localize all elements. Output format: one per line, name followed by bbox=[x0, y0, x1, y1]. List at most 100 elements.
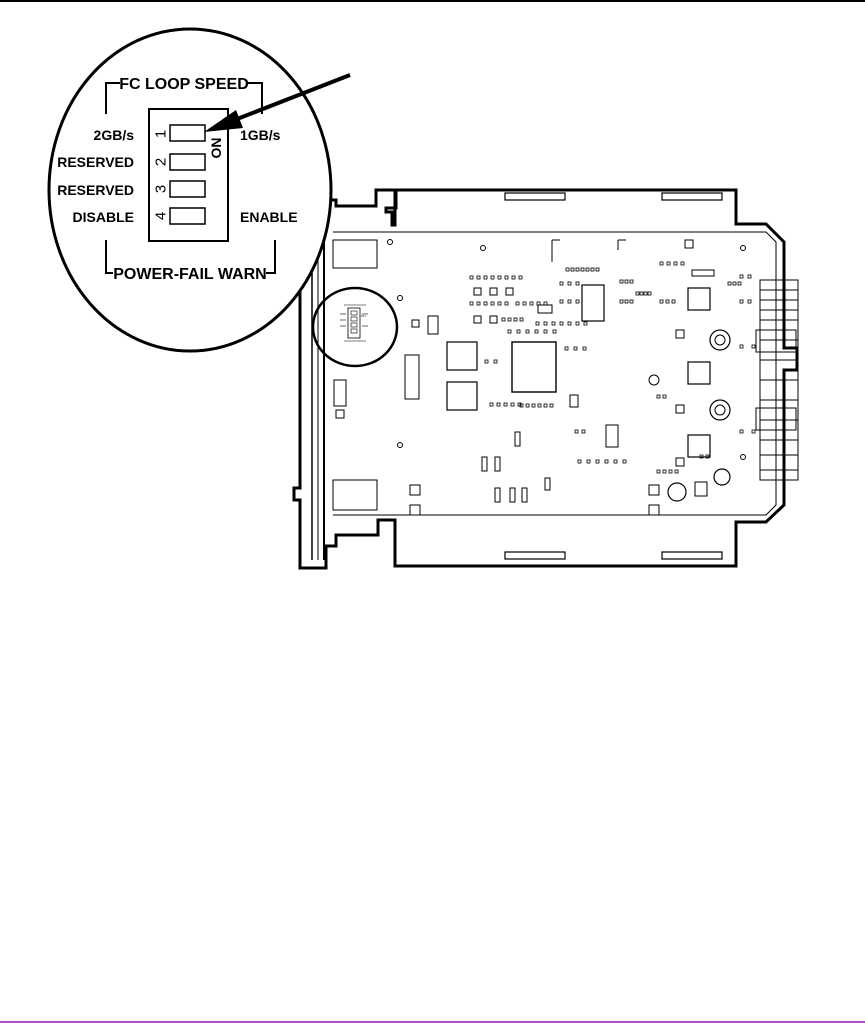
smd-pad bbox=[519, 317, 524, 322]
smd-pad bbox=[497, 301, 502, 306]
smd-pad bbox=[671, 299, 676, 304]
mounting-slot bbox=[504, 551, 566, 560]
label-disable: DISABLE bbox=[73, 209, 134, 225]
mount-hole bbox=[397, 295, 403, 301]
chip bbox=[687, 361, 711, 385]
smd-pad bbox=[516, 329, 521, 334]
smd-pad bbox=[624, 299, 629, 304]
smd-pad bbox=[537, 403, 542, 408]
side-connector bbox=[333, 379, 347, 407]
smd-pad bbox=[469, 275, 474, 280]
test-pad bbox=[409, 484, 421, 496]
test-pad bbox=[648, 504, 660, 516]
test-pad bbox=[409, 504, 421, 516]
component bbox=[489, 287, 498, 296]
smd-pad bbox=[536, 301, 541, 306]
round-component bbox=[713, 468, 731, 486]
mounting-slot bbox=[504, 192, 566, 201]
smd-pad bbox=[497, 275, 502, 280]
smd-pad bbox=[590, 267, 595, 272]
smd-pad bbox=[525, 329, 530, 334]
bracket-mark bbox=[617, 239, 626, 250]
magnified-callout: FC LOOP SPEED POWER-FAIL WARN 1 2 3 4 ON… bbox=[47, 27, 333, 353]
smd-pad bbox=[564, 346, 569, 351]
smd-pad bbox=[674, 469, 679, 474]
chip bbox=[605, 424, 619, 448]
smd-pad bbox=[510, 402, 515, 407]
smd-pad bbox=[739, 274, 744, 279]
smd-pad bbox=[582, 346, 587, 351]
footer-rule bbox=[0, 1021, 865, 1023]
smd-pad bbox=[705, 454, 710, 459]
smd-pad bbox=[543, 329, 548, 334]
chip bbox=[446, 381, 478, 411]
smd-pad bbox=[535, 321, 540, 326]
round-component bbox=[667, 482, 687, 502]
board-outline bbox=[292, 188, 799, 570]
label-reserved-2: RESERVED bbox=[57, 182, 134, 198]
smd-pad bbox=[673, 261, 678, 266]
component bbox=[675, 329, 685, 339]
component bbox=[675, 404, 685, 414]
tactile-switch bbox=[714, 334, 726, 346]
locator-circle: ON bbox=[311, 286, 399, 368]
smd-pad bbox=[747, 299, 752, 304]
smd-pad bbox=[656, 394, 661, 399]
smd-pad bbox=[504, 301, 509, 306]
label-1gbs: 1GB/s bbox=[240, 127, 281, 143]
mount-hole bbox=[740, 454, 746, 460]
bottom-bracket bbox=[105, 240, 276, 274]
dip-toggle-2 bbox=[169, 153, 206, 171]
smd-pad bbox=[575, 267, 580, 272]
smd-pad bbox=[529, 301, 534, 306]
smd-pad bbox=[552, 329, 557, 334]
smd-pad bbox=[747, 274, 752, 279]
smd-pad bbox=[531, 403, 536, 408]
smd-pad bbox=[732, 281, 737, 286]
smd-pad bbox=[567, 281, 572, 286]
smd-pad bbox=[739, 429, 744, 434]
small-circle-icon bbox=[311, 286, 399, 368]
label-enable: ENABLE bbox=[240, 209, 298, 225]
mount-hole bbox=[387, 239, 393, 245]
tactile-switch bbox=[709, 399, 731, 421]
component bbox=[481, 456, 488, 472]
smd-pad bbox=[751, 344, 756, 349]
smd-pad bbox=[595, 459, 600, 464]
component bbox=[489, 315, 498, 324]
mount-hole bbox=[740, 245, 746, 251]
smd-pad bbox=[519, 403, 524, 408]
smd-pad bbox=[680, 261, 685, 266]
smd-pad bbox=[484, 359, 489, 364]
smd-pad bbox=[549, 403, 554, 408]
smd-pad bbox=[476, 301, 481, 306]
component bbox=[473, 287, 482, 296]
label-2gbs: 2GB/s bbox=[94, 127, 135, 143]
smd-pad bbox=[585, 267, 590, 272]
switch-number-4: 4 bbox=[153, 212, 170, 220]
bracket-mark bbox=[551, 239, 560, 262]
test-pad bbox=[648, 484, 660, 496]
smd-pad bbox=[567, 321, 572, 326]
smd-pad bbox=[656, 469, 661, 474]
smd-pad bbox=[515, 301, 520, 306]
round-component bbox=[648, 374, 660, 386]
smd-pad bbox=[517, 402, 522, 407]
smd-pad bbox=[619, 299, 624, 304]
component bbox=[537, 304, 553, 314]
mounting-slot bbox=[661, 551, 723, 560]
top-bracket bbox=[105, 82, 263, 114]
smd-pad bbox=[483, 275, 488, 280]
smd-pad bbox=[522, 301, 527, 306]
smd-pad bbox=[643, 291, 648, 296]
smd-pad bbox=[580, 267, 585, 272]
smd-pad bbox=[493, 359, 498, 364]
smd-pad bbox=[483, 301, 488, 306]
smd-pad bbox=[699, 454, 704, 459]
top-rule bbox=[0, 0, 865, 2]
smd-pad bbox=[490, 301, 495, 306]
tactile-switch bbox=[714, 404, 726, 416]
component bbox=[494, 487, 501, 503]
smd-pad bbox=[511, 275, 516, 280]
smd-pad bbox=[559, 321, 564, 326]
